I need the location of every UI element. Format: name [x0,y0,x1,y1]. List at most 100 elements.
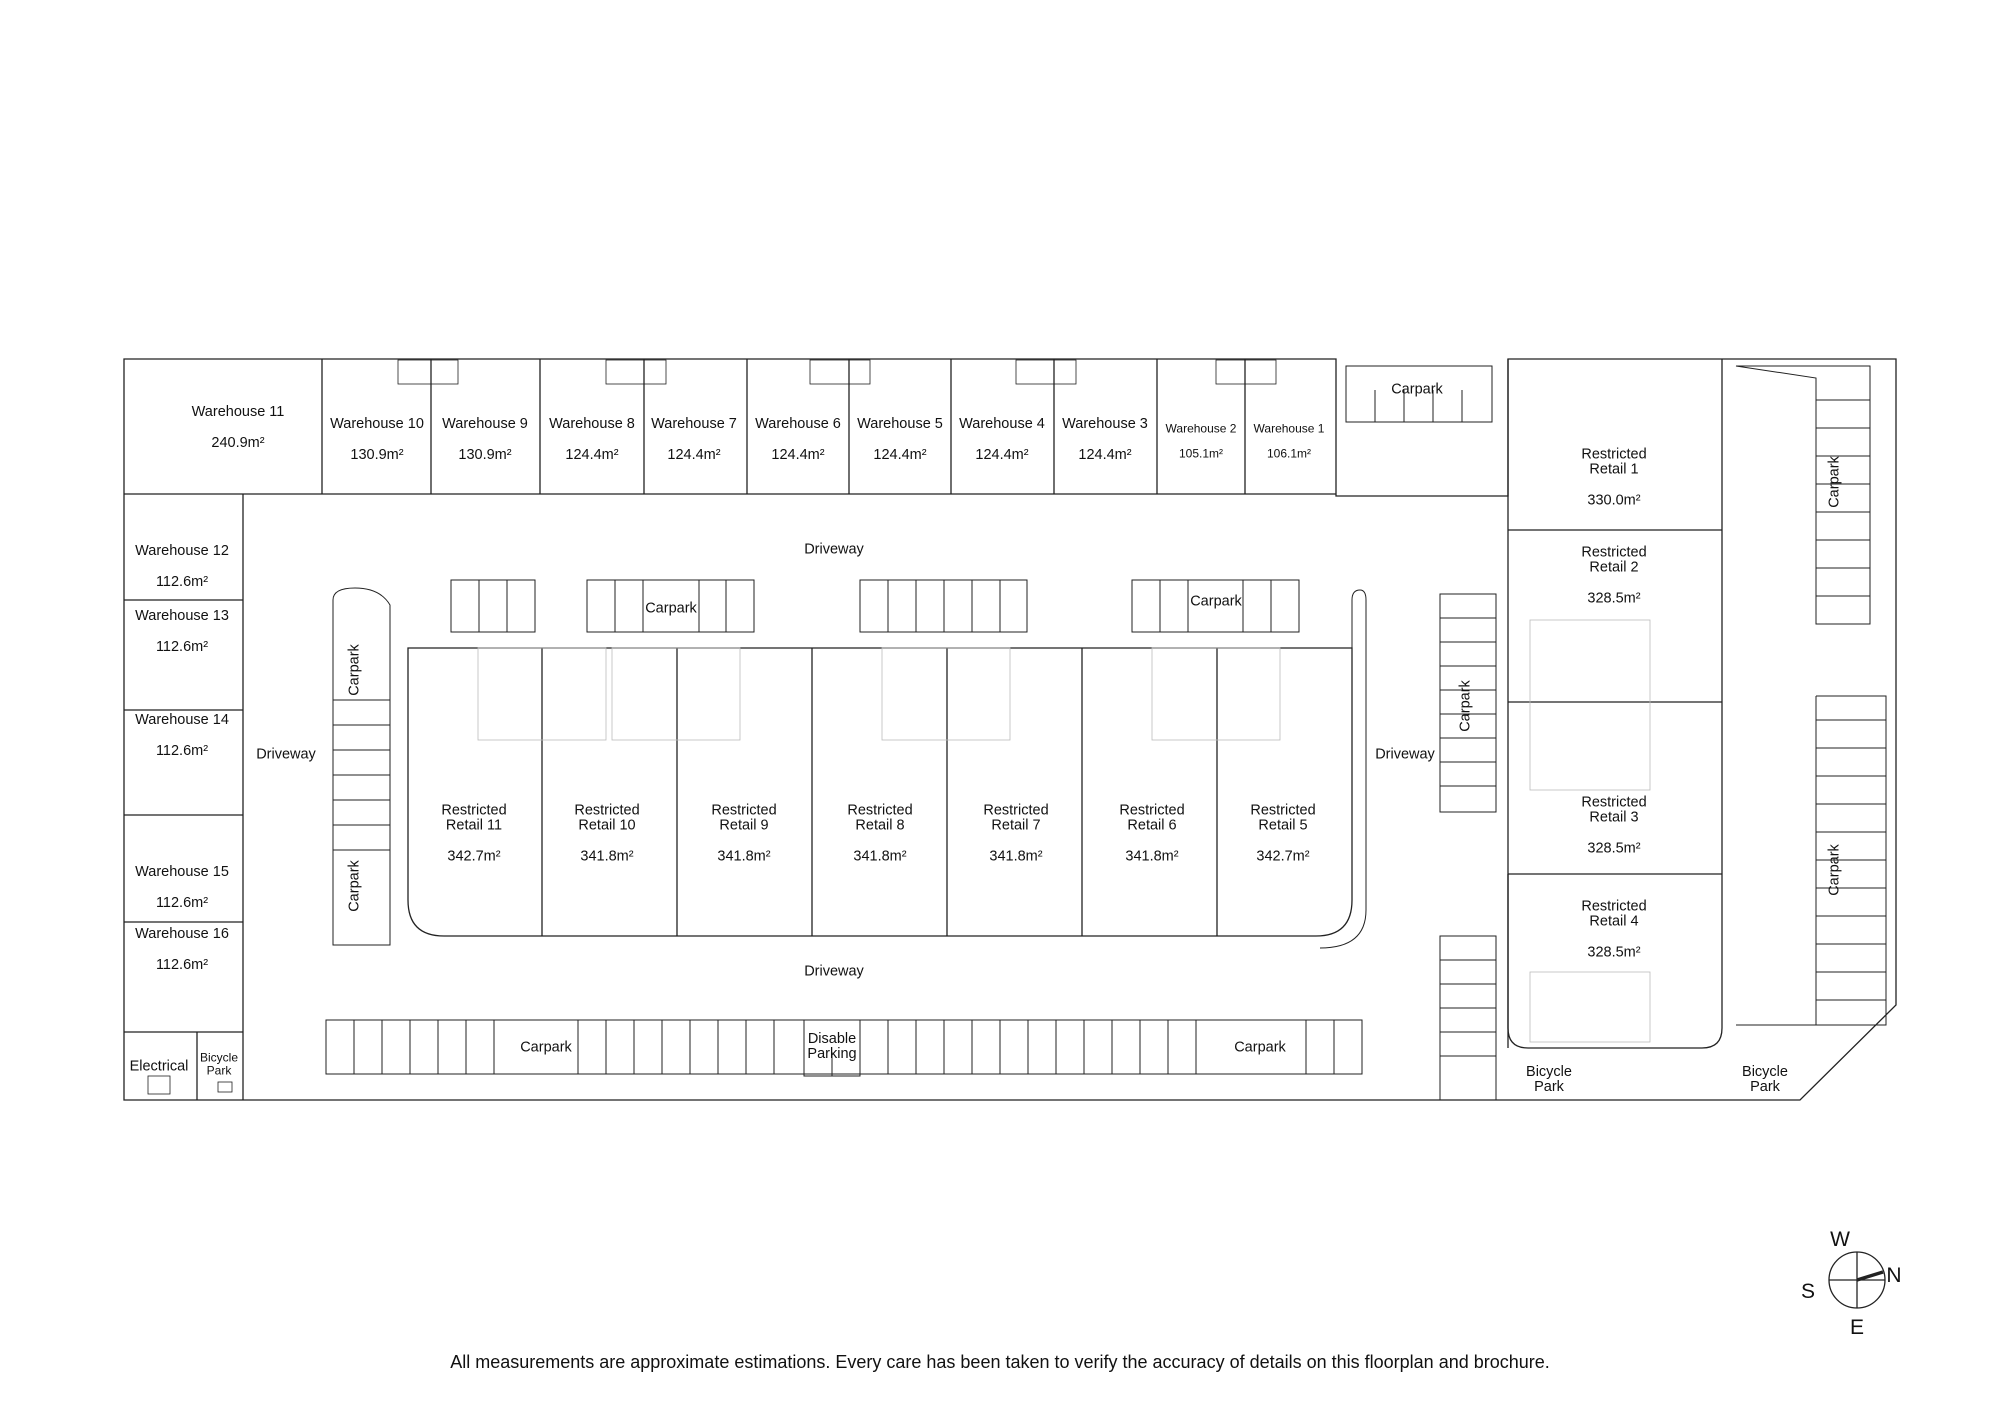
unit-area: 124.4m² [667,446,721,463]
carpark-bottom-left-label: Carpark [520,1039,572,1056]
carpark-top-right-label: Carpark [1391,381,1443,398]
unit-area: 124.4m² [771,446,825,463]
warehouse-4-label: Warehouse 4 124.4m² [959,402,1045,478]
unit-area: 240.9m² [211,434,265,451]
unit-name: Restricted Retail 11 [441,802,507,834]
carpark-east-label: Carpark [1457,680,1474,732]
unit-name: Warehouse 13 [135,608,229,625]
unit-area: 105.1m² [1178,446,1224,461]
unit-name: Warehouse 1 [1253,421,1325,436]
unit-area: 124.4m² [975,446,1029,463]
electrical-label: Electrical [129,1058,189,1075]
carpark-far-east-upper-label: Carpark [1826,456,1843,508]
unit-area: 342.7m² [447,848,501,865]
unit-area: 328.5m² [1587,840,1641,857]
compass-icon [1828,1251,1886,1309]
compass-west-label: W [1830,1228,1850,1251]
carpark-west-upper-label: Carpark [346,644,363,696]
unit-name: Restricted Retail 9 [711,802,777,834]
unit-area: 112.6m² [155,956,209,973]
bicycle-park-east-label: Bicycle Park [1526,1063,1572,1095]
retail-2-label: Restricted Retail 2 328.5m² [1581,530,1646,621]
unit-area: 341.8m² [989,848,1043,865]
unit-name: Warehouse 4 [959,416,1045,433]
retail-11-label: Restricted Retail 11 342.7m² [441,788,506,879]
center-carpark-islands [450,579,1300,633]
carpark-bottom-right-label: Carpark [1234,1039,1286,1056]
unit-name: Restricted Retail 8 [847,802,913,834]
unit-name: Warehouse 11 [191,404,285,421]
unit-area: 130.9m² [458,446,512,463]
warehouse-14-label: Warehouse 14 112.6m² [135,698,229,774]
unit-name: Restricted Retail 10 [574,802,640,834]
unit-area: 124.4m² [1078,446,1132,463]
disable-parking-label: Disable Parking [807,1030,857,1062]
east-carpark-bank [1439,593,1497,813]
warehouse-5-label: Warehouse 5 124.4m² [857,402,943,478]
unit-name: Restricted Retail 4 [1581,898,1647,930]
driveway-bottom-label: Driveway [804,963,864,980]
driveway-west-label: Driveway [256,746,316,763]
unit-name: Restricted Retail 2 [1581,544,1647,576]
warehouse-15-label: Warehouse 15 112.6m² [135,850,229,926]
unit-name: Restricted Retail 6 [1119,802,1185,834]
carpark-center-right-label: Carpark [1190,593,1242,610]
unit-name: Restricted Retail 5 [1250,802,1316,834]
unit-area: 341.8m² [717,848,771,865]
carpark-far-east-lower-label: Carpark [1826,844,1843,896]
unit-area: 112.6m² [155,742,209,759]
unit-name: Warehouse 10 [330,416,424,433]
bicycle-park-west-label: Bicycle Park [199,1050,239,1077]
unit-name: Warehouse 6 [755,416,841,433]
warehouse-3-label: Warehouse 3 124.4m² [1062,402,1148,478]
unit-name: Restricted Retail 1 [1581,446,1647,478]
top-warehouse-row [124,359,1336,495]
unit-name: Warehouse 2 [1165,421,1237,436]
retail-4-label: Restricted Retail 4 328.5m² [1581,884,1646,975]
compass-south-label: S [1800,1280,1816,1303]
retail-7-label: Restricted Retail 7 341.8m² [983,788,1048,879]
unit-name: Warehouse 9 [442,416,528,433]
unit-area: 112.6m² [155,894,209,911]
carpark-west-lower-label: Carpark [346,860,363,912]
unit-area: 130.9m² [350,446,404,463]
warehouse-7-label: Warehouse 7 124.4m² [651,402,737,478]
site-boundary [123,358,1897,1101]
unit-area: 112.6m² [155,573,209,590]
unit-name: Warehouse 14 [135,712,229,729]
unit-name: Warehouse 3 [1062,416,1148,433]
bicycle-park-far-east-label: Bicycle Park [1742,1063,1788,1095]
unit-area: 328.5m² [1587,944,1641,961]
driveway-top-label: Driveway [804,541,864,558]
driveway-east-label: Driveway [1375,746,1435,763]
retail-6-label: Restricted Retail 6 341.8m² [1119,788,1184,879]
unit-area: 106.1m² [1266,446,1312,461]
retail-10-label: Restricted Retail 10 341.8m² [574,788,639,879]
unit-area: 341.8m² [580,848,634,865]
warehouse-16-label: Warehouse 16 112.6m² [135,912,229,988]
east-curve-strip [1319,589,1367,949]
east-lower-carpark [1439,935,1497,1101]
far-east-carpark [1735,365,1887,1026]
unit-name: Warehouse 15 [135,864,229,881]
retail-9-label: Restricted Retail 9 341.8m² [711,788,776,879]
unit-area: 124.4m² [873,446,927,463]
bottom-carpark-row [325,1019,1363,1077]
warehouse-8-label: Warehouse 8 124.4m² [549,402,635,478]
east-retail-block [1507,359,1723,1049]
retail-3-label: Restricted Retail 3 328.5m² [1581,780,1646,871]
unit-area: 330.0m² [1587,492,1641,509]
unit-name: Warehouse 16 [135,926,229,943]
retail-1-label: Restricted Retail 1 330.0m² [1581,432,1646,523]
unit-area: 124.4m² [565,446,619,463]
retail-8-label: Restricted Retail 8 341.8m² [847,788,912,879]
warehouse-13-label: Warehouse 13 112.6m² [135,594,229,670]
west-warehouse-column [124,494,244,1100]
unit-name: Warehouse 8 [549,416,635,433]
disclaimer-text: All measurements are approximate estimat… [450,1352,1550,1372]
unit-name: Restricted Retail 7 [983,802,1049,834]
unit-area: 341.8m² [853,848,907,865]
warehouse-12-label: Warehouse 12 112.6m² [135,529,229,605]
central-retail-block [407,647,1353,937]
